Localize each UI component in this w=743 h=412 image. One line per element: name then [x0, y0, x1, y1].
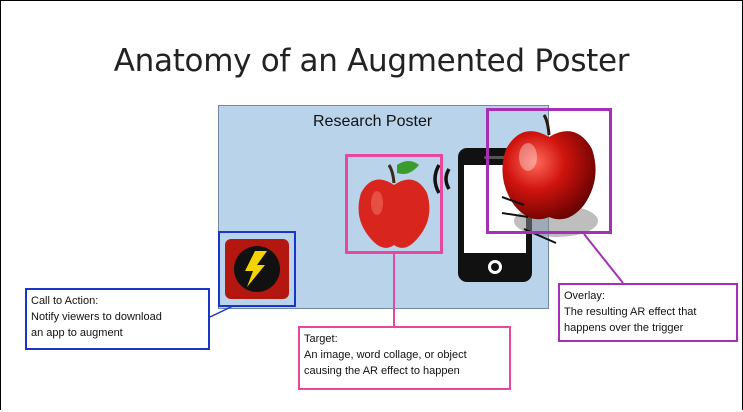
overlay-callout: Overlay: The resulting AR effect that ha… [558, 283, 738, 342]
cta-callout: Call to Action: Notify viewers to downlo… [25, 288, 210, 350]
apple-icon [358, 161, 430, 248]
cta-highlight-frame [218, 231, 296, 307]
signal-waves-icon [433, 164, 451, 194]
target-callout: Target: An image, word collage, or objec… [298, 326, 511, 390]
cta-callout-text-1: Notify viewers to download [31, 311, 162, 323]
3d-apple-icon [501, 114, 598, 244]
overlay-callout-text-2: happens over the trigger [564, 322, 684, 334]
target-callout-text-1: An image, word collage, or object [304, 349, 467, 361]
cta-callout-text-2: an app to augment [31, 327, 123, 339]
overlay-highlight-frame [486, 108, 612, 234]
target-callout-heading: Target: [304, 333, 338, 345]
lightning-app-icon [225, 239, 289, 299]
target-callout-text-2: causing the AR effect to happen [304, 365, 460, 377]
overlay-callout-heading: Overlay: [564, 290, 605, 302]
overlay-callout-text-1: The resulting AR effect that [564, 306, 697, 318]
slide-title: Anatomy of an Augmented Poster [113, 43, 630, 79]
cta-callout-heading: Call to Action: [31, 295, 99, 307]
poster-label: Research Poster [313, 113, 433, 130]
target-highlight-frame [345, 154, 443, 254]
